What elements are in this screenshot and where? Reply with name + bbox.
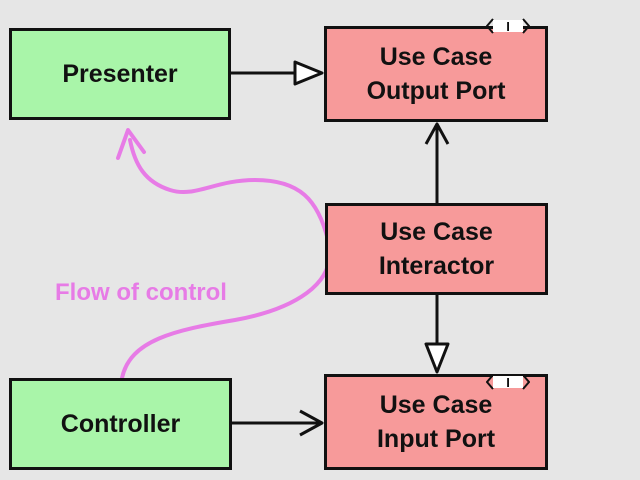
interactor-label: Use Case Interactor	[378, 218, 495, 280]
interactor-box: Use Case Interactor	[325, 203, 548, 295]
output-port-box: Use Case Output Port	[324, 26, 548, 122]
interactor-to-output-port-arrow	[424, 122, 450, 203]
controller-label: Controller	[60, 410, 181, 438]
input-port-box: Use Case Input Port	[324, 374, 548, 470]
flow-of-control-curve	[116, 128, 332, 380]
presenter-to-output-port-arrow	[230, 60, 324, 86]
interface-stereotype-icon: I	[486, 374, 530, 390]
output-port-label: Use Case Output Port	[366, 43, 506, 105]
controller-box: Controller	[9, 378, 232, 470]
input-port-stereotype-text: I	[506, 375, 510, 390]
presenter-label: Presenter	[62, 60, 178, 88]
interface-stereotype-icon: I	[486, 18, 530, 34]
presenter-box: Presenter	[9, 28, 231, 120]
controller-to-input-port-arrow	[232, 409, 324, 437]
interactor-to-input-port-arrow	[424, 294, 450, 374]
input-port-label: Use Case Input Port	[376, 391, 496, 453]
output-port-stereotype-text: I	[506, 19, 510, 34]
flow-of-control-label: Flow of control	[55, 279, 227, 306]
